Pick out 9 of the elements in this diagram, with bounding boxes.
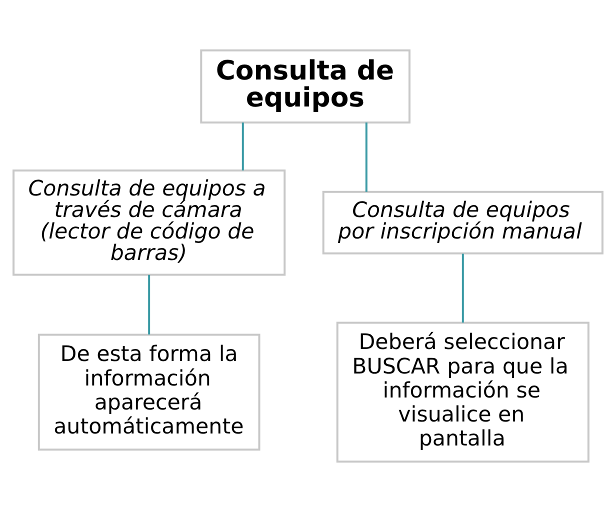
- node-box: De esta forma la información aparecerá automáticamente: [38, 334, 260, 451]
- node-box: Deberá seleccionar BUSCAR para que la información se visualice en pantalla: [336, 322, 590, 463]
- connector: [148, 274, 150, 334]
- node-box: Consulta de equipos por inscripción manual: [322, 190, 604, 254]
- connector: [242, 122, 244, 170]
- node-box: Consulta de equipos a través de cámara (lector de código de barras): [12, 170, 286, 276]
- connector: [462, 254, 464, 323]
- node-box: Consulta de equipos: [200, 49, 410, 124]
- connector: [365, 122, 368, 192]
